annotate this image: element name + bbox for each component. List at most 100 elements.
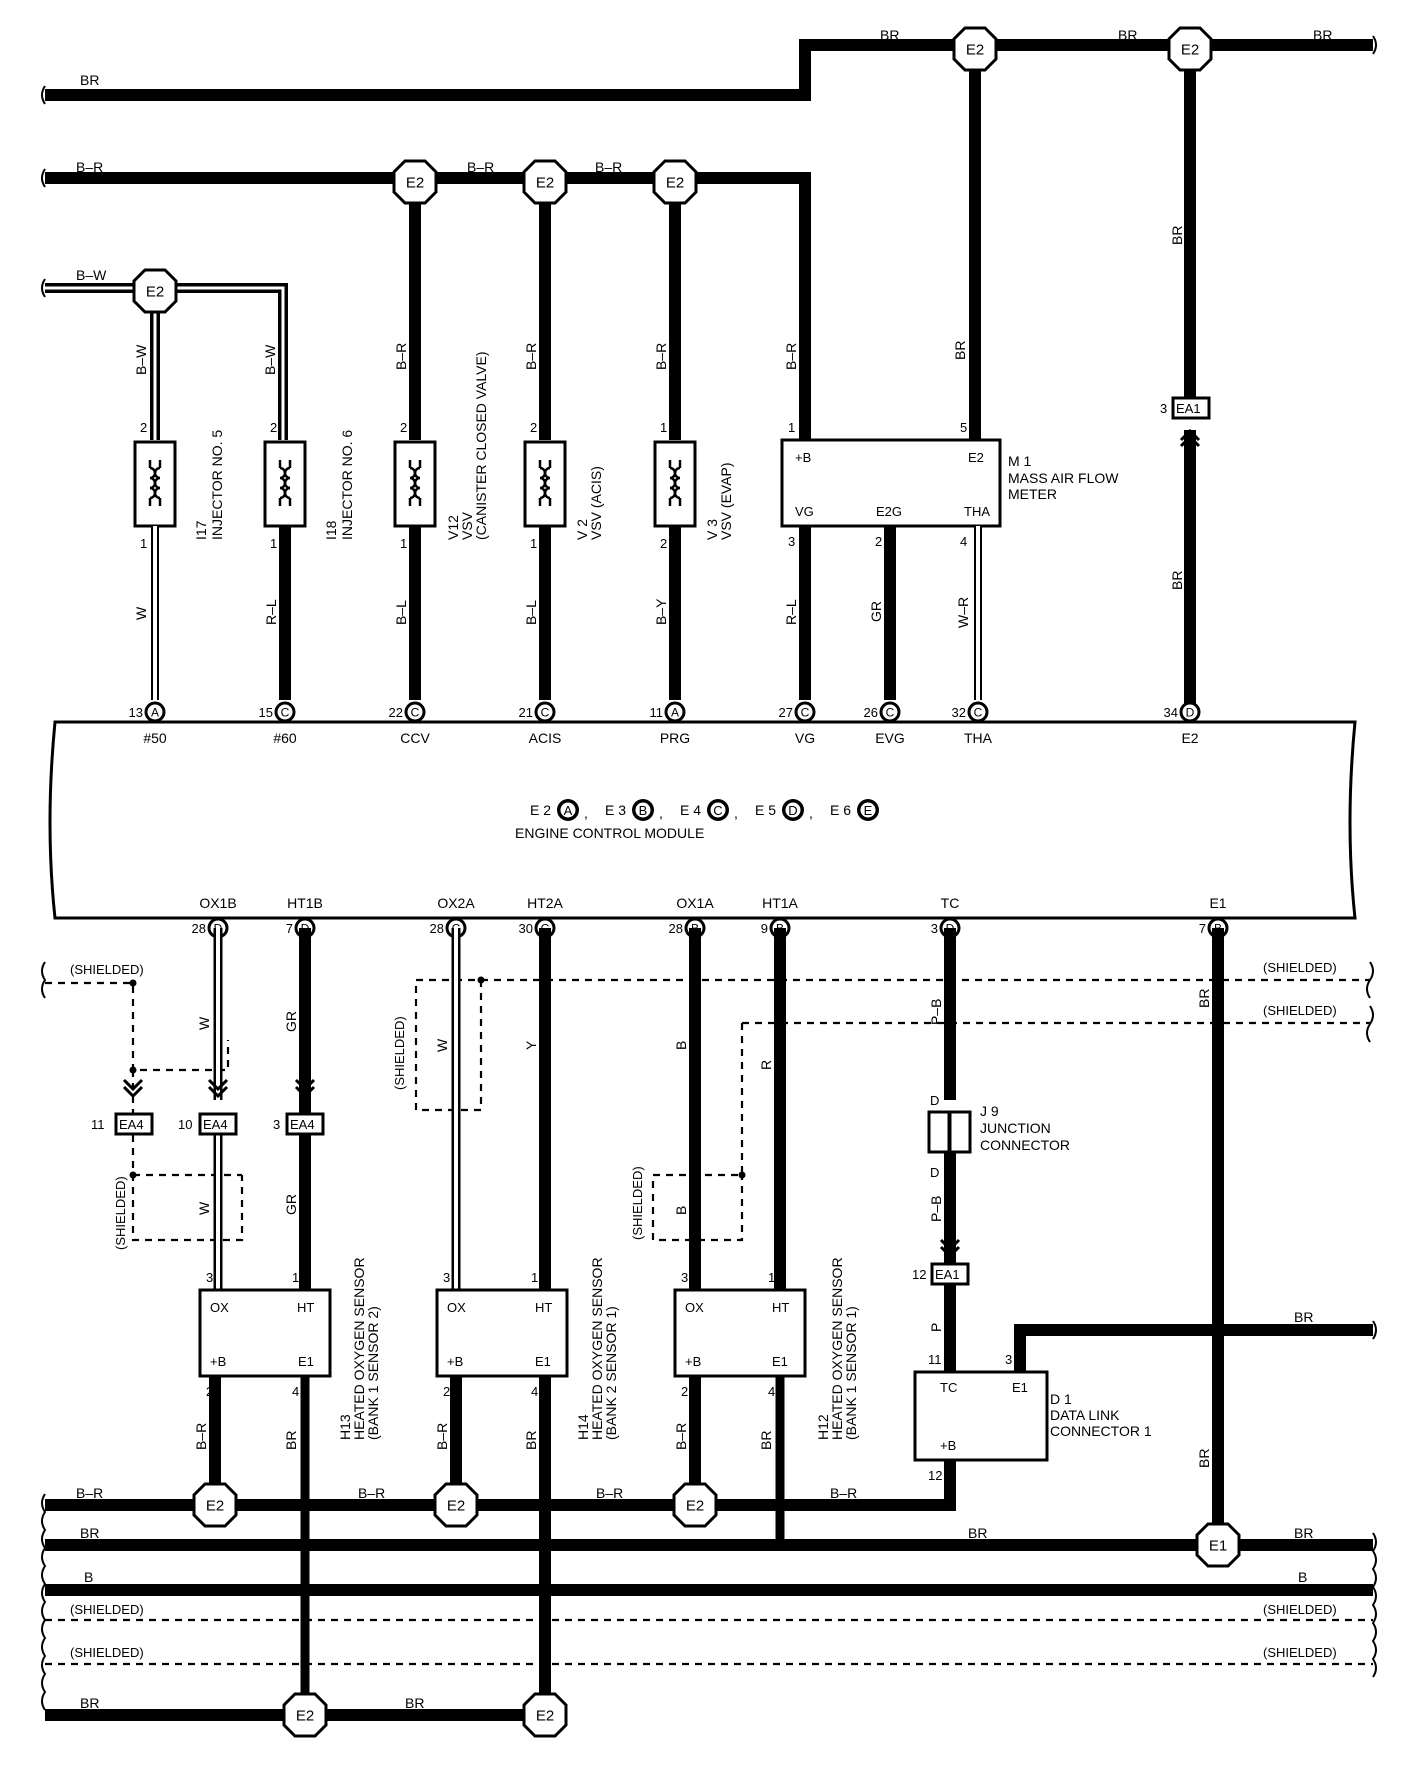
wire-color: BR xyxy=(1118,27,1137,43)
shield-label: (SHIELDED) xyxy=(1263,1645,1337,1660)
ecm-terminal-label: E1 xyxy=(1209,895,1226,911)
wire-color: BR xyxy=(758,1431,774,1450)
wire-color: B–W xyxy=(262,344,278,375)
wire-color: BR xyxy=(1169,226,1185,245)
ecm-terminal-pin: 15 xyxy=(259,705,273,720)
wire-color: B xyxy=(84,1569,93,1585)
svg-text:I17: I17 xyxy=(193,520,209,540)
vsv-evap: 1 2 V 3 VSV (EVAP) xyxy=(653,420,734,551)
wire-color: B–R xyxy=(76,1485,103,1501)
svg-text:1: 1 xyxy=(768,1270,775,1285)
svg-text:E1: E1 xyxy=(535,1354,551,1369)
legend-connector-name: E 4 xyxy=(680,802,701,818)
injector-6: 2 1 I18 INJECTOR NO. 6 xyxy=(263,420,355,551)
ecm-terminal-letter: C xyxy=(801,706,810,720)
wire-color: BR xyxy=(80,1695,99,1711)
svg-text:DATA LINK: DATA LINK xyxy=(1050,1407,1120,1423)
ecm-terminal-label: HT1B xyxy=(287,895,323,911)
svg-text:HEATED OXYGEN SENSOR: HEATED OXYGEN SENSOR xyxy=(351,1257,367,1440)
ecm-terminal-letter: C xyxy=(411,706,420,720)
svg-text:EA4: EA4 xyxy=(119,1117,144,1132)
svg-text:J 9: J 9 xyxy=(980,1103,999,1119)
svg-text:2: 2 xyxy=(875,534,882,549)
ecm-terminal-letter: C xyxy=(541,706,550,720)
ea1-connector xyxy=(1171,396,1211,420)
svg-text:D 1: D 1 xyxy=(1050,1391,1072,1407)
svg-text:3: 3 xyxy=(443,1270,450,1285)
shield-label: (SHIELDED) xyxy=(392,1016,407,1090)
svg-text:E1: E1 xyxy=(772,1354,788,1369)
ea1-connector xyxy=(930,1262,970,1286)
wire-color: B–L xyxy=(523,600,539,625)
svg-text:4: 4 xyxy=(292,1384,299,1399)
ecm-terminal-label: HT1A xyxy=(762,895,798,911)
shield-label: (SHIELDED) xyxy=(1263,1602,1337,1617)
svg-text:(BANK 1 SENSOR 2): (BANK 1 SENSOR 2) xyxy=(365,1306,381,1440)
wire-color: P–B xyxy=(928,999,944,1025)
svg-text:V 3: V 3 xyxy=(704,519,720,540)
ecm-terminal-pin: 9 xyxy=(761,921,768,936)
ecm-terminal-label: #50 xyxy=(143,730,167,746)
ecm-terminal-label: VG xyxy=(795,730,815,746)
svg-text:3: 3 xyxy=(206,1270,213,1285)
wire-color: B–R xyxy=(596,1485,623,1501)
junction-connector: D D J 9 JUNCTION CONNECTOR xyxy=(927,1093,1070,1180)
ecm-terminal-label: E2 xyxy=(1181,730,1198,746)
ecm-terminal-pin: 11 xyxy=(650,705,664,720)
ecm-terminal-pin: 22 xyxy=(389,705,403,720)
ecm-terminal-label: ACIS xyxy=(529,730,562,746)
svg-text:CONNECTOR: CONNECTOR xyxy=(980,1137,1070,1153)
legend-connector-letter: A xyxy=(564,803,573,818)
ecm-terminal-label: CCV xyxy=(400,730,430,746)
wire-color: B–W xyxy=(76,267,107,283)
wire-color: B–R xyxy=(830,1485,857,1501)
connector-label: EA1 xyxy=(1176,401,1201,416)
shield-label: (SHIELDED) xyxy=(70,1645,144,1660)
ecm-terminal-label: #60 xyxy=(273,730,297,746)
wire-color: B–R xyxy=(434,1423,450,1450)
wire-color: R–L xyxy=(783,599,799,625)
svg-text:2: 2 xyxy=(270,420,277,435)
svg-text:+B: +B xyxy=(210,1354,226,1369)
wire-color: B xyxy=(673,1206,689,1215)
wire-color: GR xyxy=(283,1194,299,1215)
shield-label: (SHIELDED) xyxy=(1263,1003,1337,1018)
wire-color: B–R xyxy=(523,343,539,370)
wire-color: B–R xyxy=(358,1485,385,1501)
svg-text:1: 1 xyxy=(140,536,147,551)
svg-text:HEATED OXYGEN SENSOR: HEATED OXYGEN SENSOR xyxy=(589,1257,605,1440)
wire-color: BR xyxy=(1169,571,1185,590)
svg-text:4: 4 xyxy=(531,1384,538,1399)
shield-label: (SHIELDED) xyxy=(113,1176,128,1250)
svg-text:+B: +B xyxy=(940,1438,956,1453)
svg-text:5: 5 xyxy=(960,420,967,435)
shield-label: (SHIELDED) xyxy=(70,962,144,977)
svg-text:(BANK 2 SENSOR 1): (BANK 2 SENSOR 1) xyxy=(603,1306,619,1440)
svg-text:3: 3 xyxy=(788,534,795,549)
wire-color: B–Y xyxy=(653,598,669,625)
ecm-terminal-label: OX1A xyxy=(676,895,714,911)
svg-text:HT: HT xyxy=(297,1300,314,1315)
svg-text:2: 2 xyxy=(140,420,147,435)
wire-color: W xyxy=(196,1016,212,1030)
svg-text:CONNECTOR 1: CONNECTOR 1 xyxy=(1050,1423,1152,1439)
svg-text:3: 3 xyxy=(681,1270,688,1285)
data-link-connector: TC E1 +B 11 3 12 D 1 DATA LINK CONNECTOR… xyxy=(913,1352,1152,1483)
wire-color: BR xyxy=(523,1431,539,1450)
svg-text:(BANK 1 SENSOR 1): (BANK 1 SENSOR 1) xyxy=(843,1306,859,1440)
wire-color: W xyxy=(434,1038,450,1052)
wire-color: W–R xyxy=(955,597,971,628)
svg-text:D: D xyxy=(930,1093,939,1108)
ea4-connector xyxy=(285,1112,325,1136)
svg-text:2: 2 xyxy=(660,536,667,551)
svg-text:METER: METER xyxy=(1008,486,1057,502)
svg-text:HT: HT xyxy=(535,1300,552,1315)
svg-text:MASS AIR FLOW: MASS AIR FLOW xyxy=(1008,470,1119,486)
svg-text:11: 11 xyxy=(928,1352,942,1367)
wire-color: B–R xyxy=(653,343,669,370)
wire-color: B–R xyxy=(467,159,494,175)
oxygen-sensor-h13: OX HT +B E1 3 1 2 4 H13 HEATED OXYGEN SE… xyxy=(198,1257,381,1440)
legend-connector-name: E 3 xyxy=(605,802,626,818)
svg-text:H12: H12 xyxy=(815,1414,831,1440)
svg-text:4: 4 xyxy=(960,534,967,549)
